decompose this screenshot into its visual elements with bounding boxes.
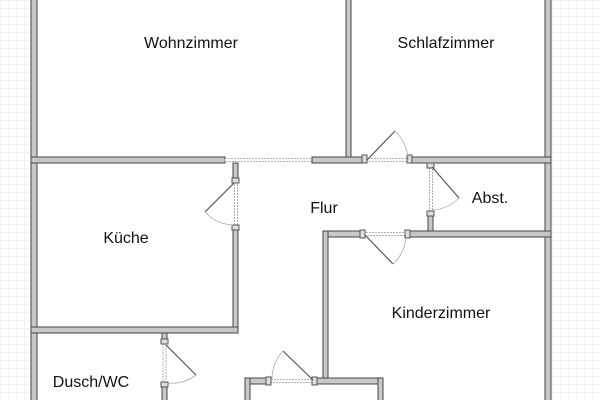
room-label-duschwc: Dusch/WC	[53, 374, 129, 391]
wall-small-room-right	[377, 377, 384, 400]
wall-wohn-schlaf	[345, 0, 352, 163]
door-schlafzimmer[interactable]	[361, 130, 413, 164]
room-label-abstellraum: Abst.	[472, 190, 508, 207]
wall-flur-top	[311, 156, 366, 164]
room-label-wohnzimmer: Wohnzimmer	[144, 35, 239, 52]
door-abstellraum[interactable]	[426, 162, 460, 217]
wall-kueche-right-b	[232, 226, 239, 334]
door-kueche[interactable]	[204, 177, 240, 231]
wall-kinder-top-a	[322, 230, 364, 238]
wall-kueche-top	[30, 156, 226, 164]
door-duschwc[interactable]	[160, 338, 197, 388]
wall-kinder-left	[322, 230, 329, 384]
room-label-kueche: Küche	[103, 230, 148, 247]
room-label-kinderzimmer: Kinderzimmer	[392, 305, 491, 322]
walls	[30, 0, 552, 400]
outer-wall-right	[544, 0, 552, 400]
outer-wall-left	[30, 0, 38, 400]
wall-kueche-bottom	[30, 326, 239, 334]
wall-small-room-left	[244, 377, 251, 400]
wall-opening	[224, 158, 313, 162]
wall-small-room-top-b	[314, 377, 384, 385]
wall-kinder-top-b	[407, 230, 552, 238]
door-small-room[interactable]	[265, 350, 318, 386]
wall-schlaf-bottom	[409, 156, 552, 164]
room-labels: Wohnzimmer Schlafzimmer Flur Abst. Küche…	[53, 35, 508, 391]
door-kinderzimmer[interactable]	[359, 229, 411, 265]
room-label-flur: Flur	[310, 200, 338, 217]
room-label-schlafzimmer: Schlafzimmer	[398, 35, 496, 52]
